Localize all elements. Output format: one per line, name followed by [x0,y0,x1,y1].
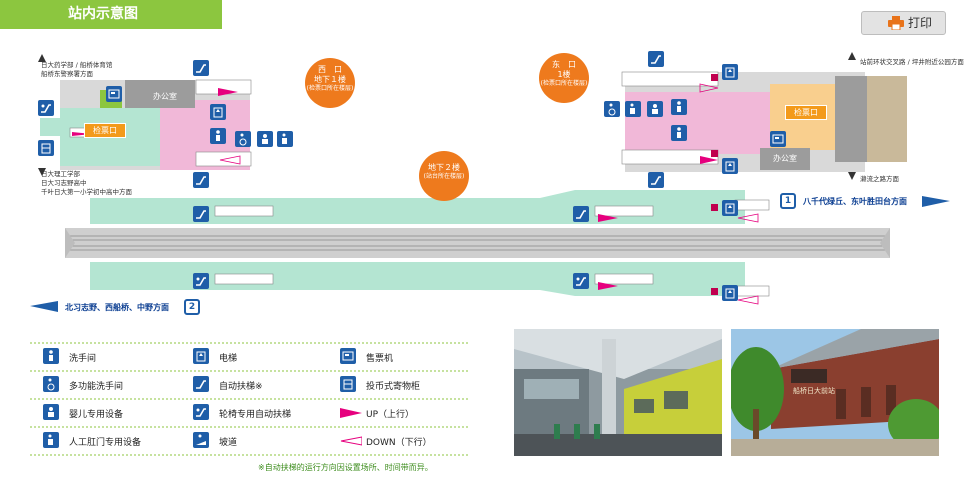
track1-number-badge: 1 [780,193,796,209]
page-title: 站内示意图 [0,0,222,29]
ostomate-icon [277,131,293,147]
escalator-icon [648,51,664,67]
accessible-toilet-icon [235,131,251,147]
legend-up: UP（上行） [366,410,415,420]
direction-southeast: 濑流之路方面 [860,175,899,183]
station-sign: 船桥日大前站 [793,386,835,395]
platform-level [65,190,890,296]
track2-destination: 北习志野、西船桥、中野方面 [65,303,169,312]
printer-icon [888,16,904,30]
toilet-icon [671,99,687,115]
print-label: 打印 [908,16,933,30]
toilet-icon [671,125,687,141]
baby-facility-icon [257,131,273,147]
legend-toilet: 洗手间 [69,354,97,364]
ticket-machine-icon [340,348,356,364]
station-exterior-photo: 船桥日大前站 [731,329,939,456]
baby-facility-icon [43,404,59,420]
track1-arrow [922,196,950,207]
accessible-toilet-icon [43,376,59,392]
direction-arrows [72,74,759,305]
escalator-icon [193,206,209,222]
elevator-icon [722,158,738,174]
escalator-icon [573,206,589,222]
escalator-icon [193,60,209,76]
west-gate-label: 检票口 [84,123,126,138]
direction-northwest: 日大药学部 / 船桥体育馆船桥东警察署方面 [41,61,113,78]
baby-facility-icon [647,101,663,117]
track2-arrow [30,301,58,312]
elevator-icon [722,64,738,80]
north-arrow-west [38,54,46,62]
down-arrow-icon [340,436,362,446]
north-arrow-east [848,52,856,60]
print-button[interactable]: 打印 [861,11,946,35]
ticket-machine-icon [770,131,786,147]
direction-northeast: 站前环状交叉路 / 坪井附近公园方面 [860,58,964,66]
toilet-icon [43,348,59,364]
legend-accessible-toilet: 多功能洗手间 [69,382,124,392]
ostomate-icon [625,101,641,117]
escalator-icon [193,172,209,188]
station-map [30,52,950,312]
elevator-icon [193,348,209,364]
ramp-icon [193,432,209,448]
legend-elevator: 电梯 [219,354,238,364]
wheelchair-escalator-icon [193,404,209,420]
track1-destination: 八千代绿丘、东叶胜田台方面 [803,197,907,206]
platform-floor-circle: 地下２楼 (站台所在楼层) [419,151,469,201]
east-concourse [625,72,907,172]
legend-escalator: 自动扶梯※ [219,382,263,392]
escalator-note: ※自动扶梯的运行方向因设置场所、时间带而异。 [258,463,433,472]
south-arrow-east [848,172,856,180]
accessible-toilet-icon [604,101,620,117]
east-gate-label: 检票口 [785,105,827,120]
direction-southwest: 日大理工学部日大习志野高中千叶日大第一小学初中高中方面 [41,170,132,196]
up-arrow-icon [340,408,362,418]
west-exit-circle: 西 口 地下１楼 (检票口所在楼层) [305,58,355,108]
legend-coin-locker: 投币式寄物柜 [366,382,421,392]
east-office-label: 办公室 [773,154,797,163]
elevator-icon [722,285,738,301]
west-office-label: 办公室 [153,92,177,101]
legend-baby-facility: 婴儿专用设备 [69,410,124,420]
escalator-icon [193,376,209,392]
coin-locker-icon [340,376,356,392]
east-escalators [621,71,719,165]
south-arrow-west [38,168,46,176]
legend-ticket-machine: 售票机 [366,354,394,364]
legend-ostomate: 人工肛门专用设备 [69,438,142,448]
wheelchair-escalator-icon [193,273,209,289]
ticket-machine-icon [106,86,122,102]
station-interior-photo [514,329,722,456]
coin-locker-icon [38,140,54,156]
legend-down: DOWN（下行） [366,438,432,448]
legend-ramp: 坡道 [219,438,238,448]
legend-grid [30,342,470,456]
elevator-icon [210,104,226,120]
toilet-icon [210,128,226,144]
legend-wheelchair-escalator: 轮椅专用自动扶梯 [219,410,292,420]
wheelchair-escalator-icon [38,100,54,116]
elevator-icon [722,200,738,216]
east-exit-circle: 东 口 1楼 (检票口所在楼层) [539,53,589,103]
escalator-icon [648,172,664,188]
ostomate-icon [43,432,59,448]
wheelchair-escalator-icon [573,273,589,289]
track2-number-badge: 2 [184,299,200,315]
